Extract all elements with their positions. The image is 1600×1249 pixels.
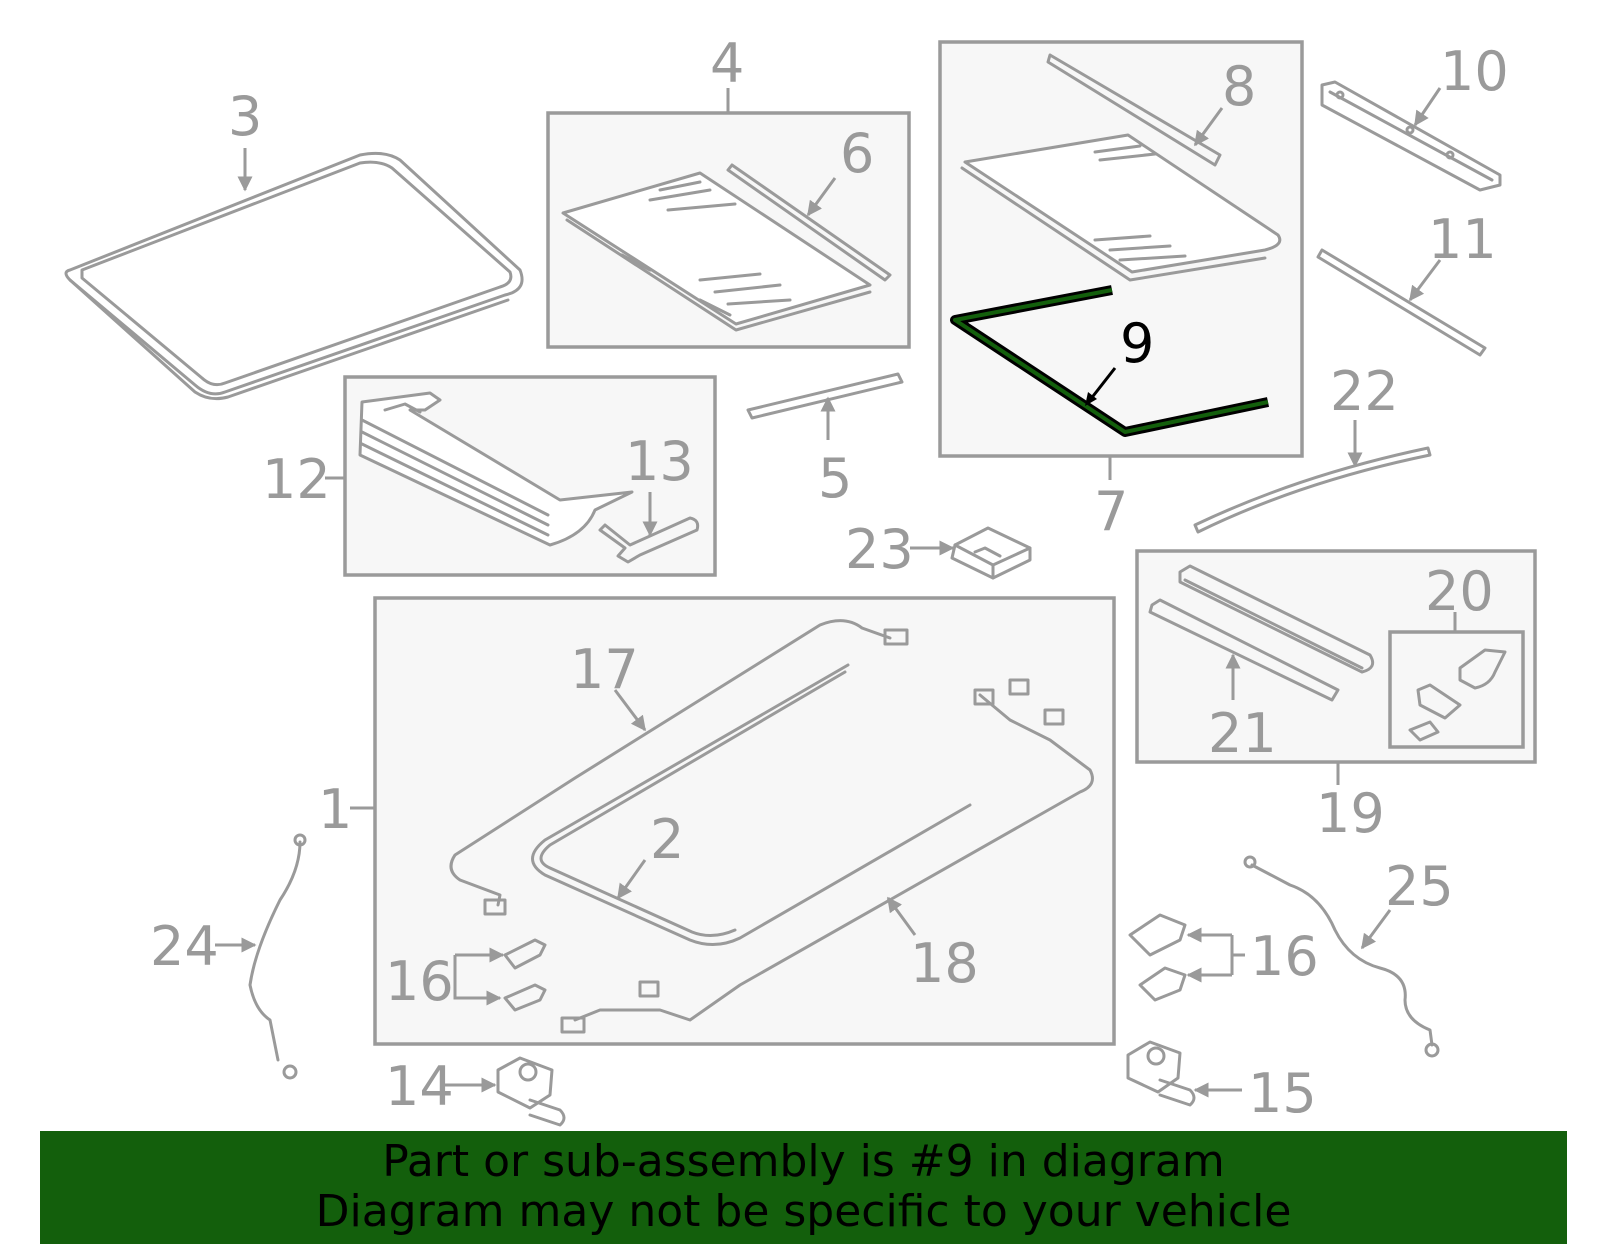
callout-13: 13 [625, 430, 694, 493]
callout-9: 9 [1120, 312, 1154, 375]
callout-4: 4 [710, 32, 744, 95]
part-11-strip [1316, 248, 1487, 357]
callout-16-right: 16 [1250, 925, 1319, 988]
part-9-seal-highlighted [950, 285, 1270, 437]
callout-10: 10 [1440, 40, 1509, 103]
box-1 [373, 596, 1116, 1046]
part-2-frame-seal [531, 663, 972, 946]
part-5-strip [746, 372, 904, 420]
callout-16-left: 16 [385, 950, 454, 1013]
callout-20: 20 [1425, 560, 1494, 623]
part-6-glass-panel [561, 163, 892, 332]
callout-23: 23 [845, 518, 914, 581]
part-16-clips-right [1128, 913, 1187, 1002]
callout-12: 12 [262, 448, 331, 511]
part-18-wire-harness [560, 678, 1094, 1034]
info-banner: Part or sub-assembly is #9 in diagram Di… [40, 1131, 1567, 1244]
part-25-drain-hose [1243, 855, 1440, 1058]
callout-11: 11 [1428, 208, 1497, 271]
banner-line-1: Part or sub-assembly is #9 in diagram [382, 1136, 1225, 1187]
callout-3: 3 [228, 85, 262, 148]
part-23-module [950, 526, 1032, 580]
part-7-glass-assembly [960, 53, 1282, 282]
part-15-motor [1126, 1040, 1196, 1107]
part-3-frame [64, 151, 524, 401]
callout-6: 6 [840, 122, 874, 185]
callout-19: 19 [1316, 782, 1385, 845]
callout-2: 2 [650, 808, 684, 871]
callout-8: 8 [1222, 55, 1256, 118]
callout-21: 21 [1208, 702, 1277, 765]
part-20-brackets [1408, 648, 1507, 742]
callout-15: 15 [1248, 1062, 1317, 1125]
callout-22: 22 [1330, 360, 1399, 423]
callout-18: 18 [910, 932, 979, 995]
part-22-strip [1193, 446, 1432, 534]
callout-7: 7 [1094, 480, 1128, 543]
part-24-drain-hose [248, 833, 307, 1080]
callout-5: 5 [818, 447, 852, 510]
callout-25: 25 [1385, 855, 1454, 918]
part-17-drain-hose [449, 619, 909, 916]
callout-1: 1 [318, 778, 352, 841]
part-12-sunshade [358, 391, 634, 547]
banner-line-2: Diagram may not be specific to your vehi… [315, 1186, 1292, 1237]
part-19-guide-rails [1148, 564, 1375, 702]
callout-17: 17 [570, 638, 639, 701]
part-13-clip [598, 516, 700, 564]
callout-24: 24 [150, 915, 219, 978]
callout-14: 14 [385, 1055, 454, 1118]
part-10-bracket [1320, 80, 1502, 192]
part-14-motor [496, 1056, 566, 1127]
